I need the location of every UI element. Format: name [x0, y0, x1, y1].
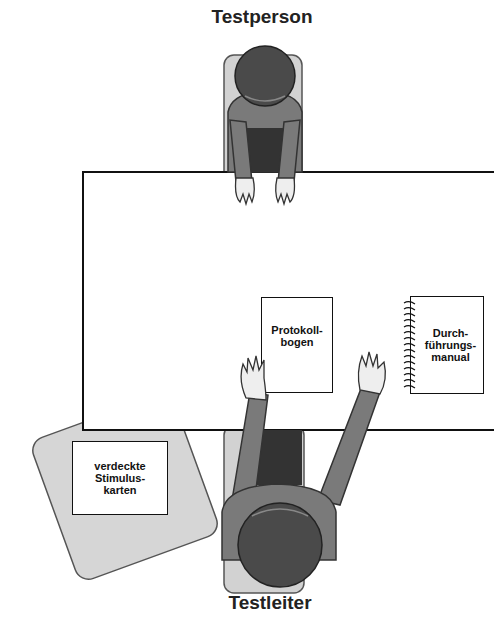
spiral-coil — [404, 356, 415, 358]
spiral-coil — [404, 374, 415, 376]
spiral-coil — [404, 326, 415, 328]
node-label: verdeckte Stimulus- karten — [79, 460, 161, 496]
test-leader-figure — [222, 352, 385, 587]
manual-book: Durch- führungs- manual — [410, 296, 484, 394]
node-label: Durch- führungs- manual — [421, 327, 480, 363]
spiral-binding — [404, 302, 415, 388]
spiral-coil — [404, 338, 415, 340]
test-person-figure — [228, 46, 302, 204]
spiral-coil — [404, 302, 415, 304]
chair — [224, 55, 302, 185]
spiral-coil — [404, 386, 415, 388]
spiral-coil — [404, 380, 415, 382]
spiral-coil — [404, 362, 415, 364]
record-sheet: Protokoll- bogen — [261, 297, 333, 393]
spiral-coil — [404, 308, 415, 310]
person-label: Testperson — [187, 6, 337, 28]
spiral-coil — [404, 332, 415, 334]
chair — [224, 425, 304, 593]
spiral-coil — [404, 368, 415, 370]
node-label: Protokoll- bogen — [265, 324, 329, 348]
spiral-coil — [404, 314, 415, 316]
spiral-coil — [404, 320, 415, 322]
spiral-coil — [404, 350, 415, 352]
spiral-coil — [404, 344, 415, 346]
person-label: Testleiter — [195, 592, 345, 614]
stimulus-card: verdeckte Stimulus- karten — [72, 441, 168, 515]
table — [83, 172, 494, 430]
